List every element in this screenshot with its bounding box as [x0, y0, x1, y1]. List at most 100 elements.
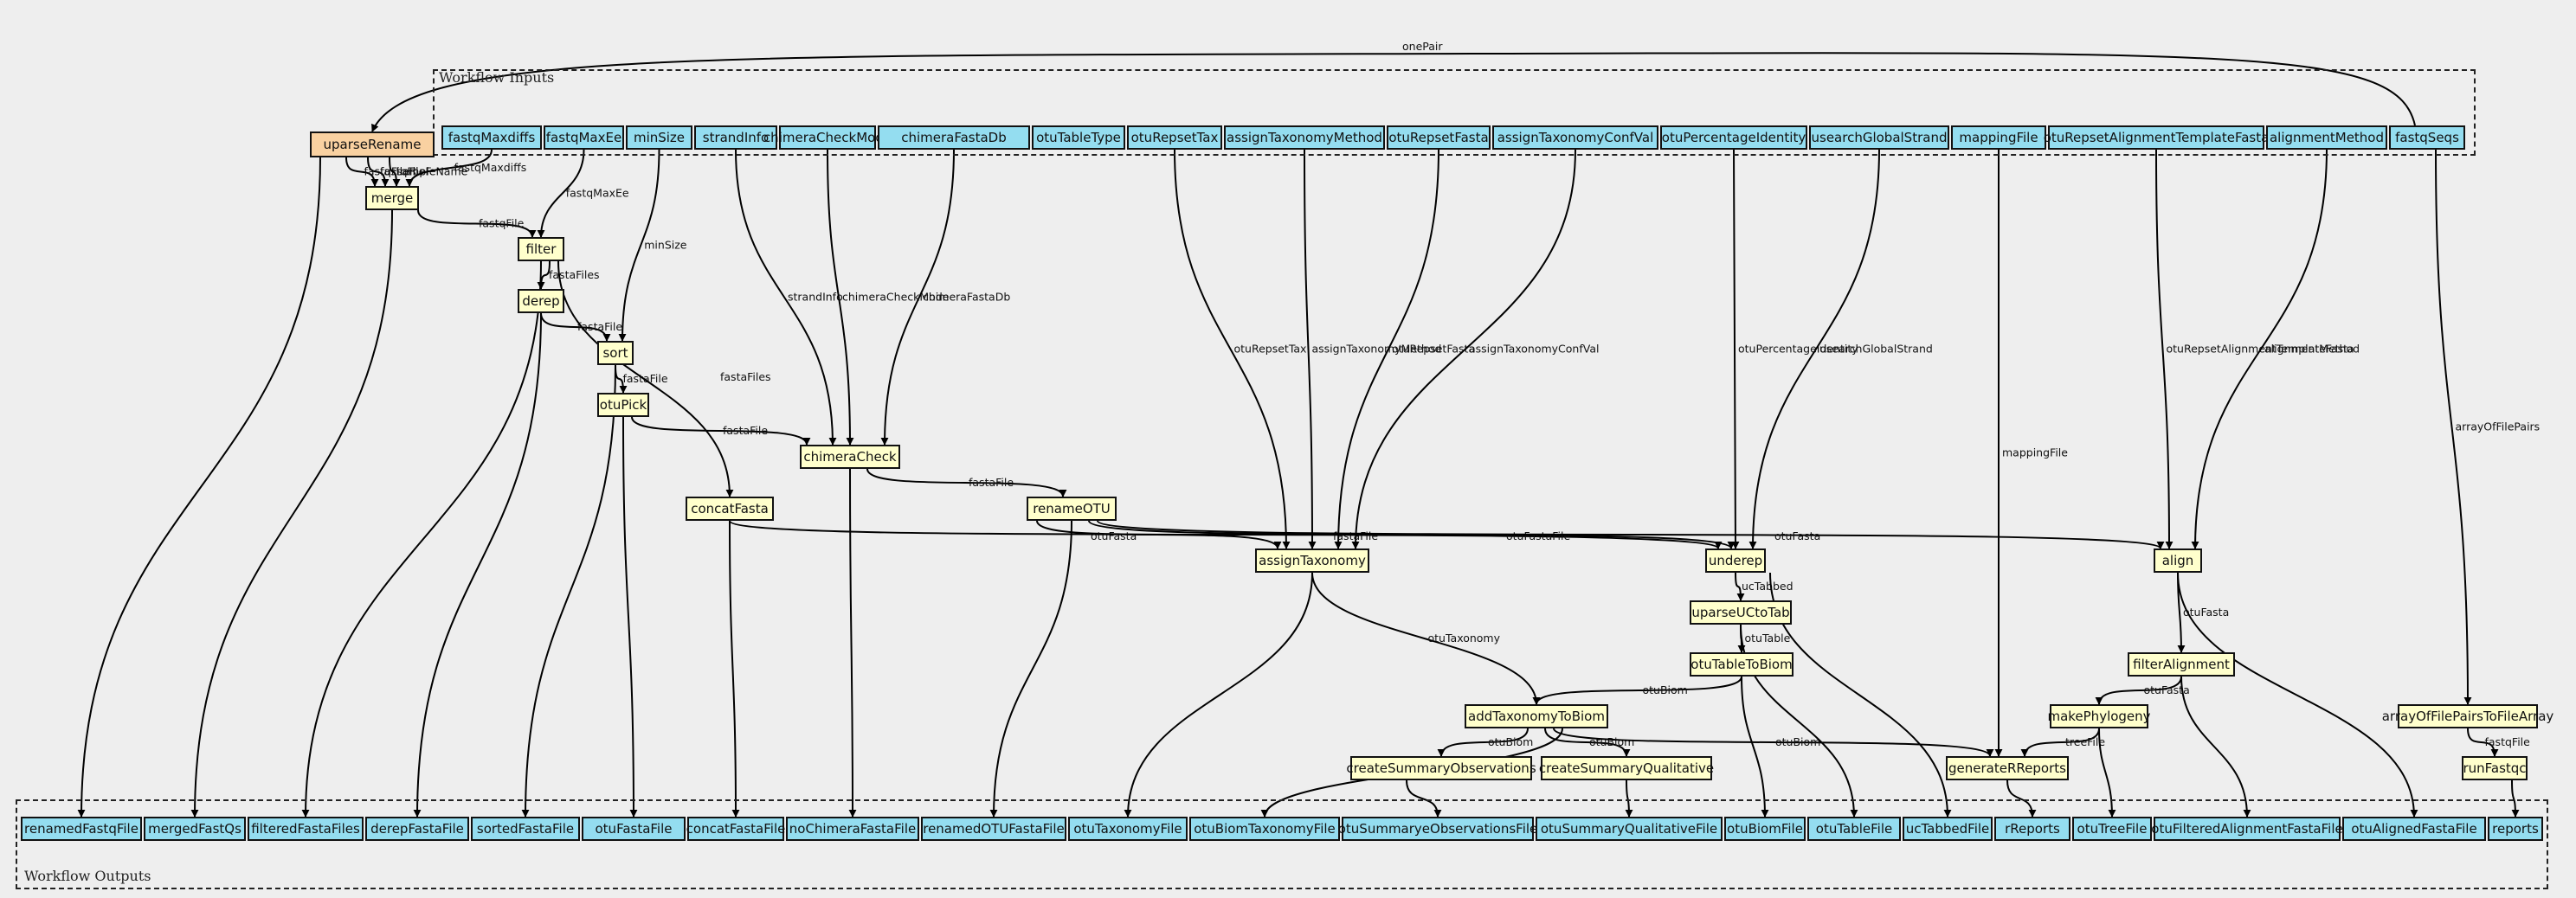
input-node-otuPercentageIdentity[interactable]: otuPercentageIdentity	[1660, 125, 1807, 150]
edge-label-ucTabbed: ucTabbed	[1742, 580, 1794, 593]
edge-fastqSeqs-to-uparseRename	[371, 52, 2416, 132]
input-node-otuRepsetFasta[interactable]: otuRepsetFasta	[1387, 125, 1491, 150]
step-node-createSummaryObservations[interactable]: createSummaryObservations	[1346, 756, 1536, 780]
step-node-generateRReports[interactable]: generateRReports	[1946, 756, 2069, 780]
step-node-otuTableToBiom[interactable]: otuTableToBiom	[1690, 652, 1794, 677]
edge-label-chimeraCheckMode: chimeraCheckMode	[842, 291, 950, 304]
input-node-usearchGlobalStrand[interactable]: usearchGlobalStrand	[1809, 125, 1949, 150]
input-node-assignTaxonomyConfVal[interactable]: assignTaxonomyConfVal	[1492, 125, 1658, 150]
input-node-otuRepsetTax[interactable]: otuRepsetTax	[1127, 125, 1222, 150]
edge-label-fastqFile: fastqFile	[479, 217, 525, 230]
edge-label-fastaFile: fastaFile	[577, 320, 622, 333]
edge-renameOTU-to-renamedOTUFastaFile	[989, 520, 1072, 818]
edge-strandInfo-to-chimeraCheck	[735, 149, 837, 446]
input-node-fastqMaxEe[interactable]: fastqMaxEe	[544, 125, 624, 150]
edge-minSize-to-sort	[618, 149, 660, 342]
edge-underep-to-uparseUCtoTab	[1735, 572, 1745, 601]
step-node-merge[interactable]: merge	[365, 186, 419, 210]
step-node-renameOTU[interactable]: renameOTU	[1027, 497, 1117, 521]
special-node-uparseRename[interactable]: uparseRename	[310, 131, 435, 157]
step-node-assignTaxonomy[interactable]: assignTaxonomy	[1255, 548, 1369, 573]
output-node-rReports[interactable]: rReports	[1994, 817, 2070, 841]
input-node-otuTableType[interactable]: otuTableType	[1032, 125, 1125, 150]
output-node-derepFastaFile[interactable]: derepFastaFile	[365, 817, 469, 841]
edge-otuRepsetTax-to-assignTaxonomy	[1174, 149, 1291, 549]
edge-filter-to-concatFasta	[557, 260, 734, 497]
output-node-otuAlignedFastaFile[interactable]: otuAlignedFastaFile	[2342, 817, 2486, 841]
output-node-otuFilteredAlignmentFastaFile[interactable]: otuFilteredAlignmentFastaFile	[2151, 817, 2343, 841]
edge-label-mappingFile: mappingFile	[2002, 446, 2068, 459]
edge-label-arrayOfFilePairs: arrayOfFilePairs	[2456, 420, 2541, 433]
step-node-concatFasta[interactable]: concatFasta	[686, 497, 774, 521]
step-node-otuPick[interactable]: otuPick	[597, 393, 649, 417]
output-node-otuSummaryeObservationsFile[interactable]: otuSummaryeObservationsFile	[1338, 817, 1537, 841]
edge-uparseRename-to-renamedFastqFile	[77, 157, 321, 818]
output-node-renamedFastqFile[interactable]: renamedFastqFile	[21, 817, 142, 841]
edge-label-fastaFiles: fastaFiles	[549, 268, 600, 281]
output-node-filteredFastaFiles[interactable]: filteredFastaFiles	[248, 817, 364, 841]
edge-concatFasta-to-underep	[729, 520, 1723, 549]
input-node-chimeraCheckMode[interactable]: chimeraCheckMode	[763, 125, 892, 150]
input-node-minSize[interactable]: minSize	[626, 125, 692, 150]
edge-uparseRename-to-merge	[389, 157, 401, 187]
edge-addTaxonomyToBiom-to-generateRReports	[1553, 728, 1994, 757]
edge-label-fastaFiles: fastaFiles	[720, 370, 771, 383]
input-node-fastqMaxdiffs[interactable]: fastqMaxdiffs	[441, 125, 542, 150]
step-node-filter[interactable]: filter	[518, 237, 564, 261]
edge-label-chimeraFastaDb: chimeraFastaDb	[923, 291, 1010, 304]
input-node-mappingFile[interactable]: mappingFile	[1951, 125, 2046, 150]
step-node-arrayOfFilePairsToFileArray[interactable]: arrayOfFilePairsToFileArray	[2382, 704, 2553, 728]
edge-chimeraCheck-to-renameOTU	[866, 468, 1067, 497]
workflow-outputs-title: Workflow Outputs	[24, 868, 151, 884]
output-node-renamedOTUFastaFile[interactable]: renamedOTUFastaFile	[921, 817, 1066, 841]
edge-label-otuBiom: otuBiom	[1775, 735, 1820, 748]
edge-label-fastqMaxEe: fastqMaxEe	[566, 187, 629, 200]
step-node-sort[interactable]: sort	[597, 341, 634, 365]
output-node-concatFastaFile[interactable]: concatFastaFile	[686, 817, 785, 841]
output-node-otuSummaryQualitativeFile[interactable]: otuSummaryQualitativeFile	[1536, 817, 1723, 841]
step-node-derep[interactable]: derep	[518, 289, 564, 313]
input-node-assignTaxonomyMethod[interactable]: assignTaxonomyMethod	[1224, 125, 1385, 150]
edge-filterAlignment-to-makePhylogeny	[2095, 676, 2182, 705]
step-node-runFastqc[interactable]: runFastqc	[2462, 756, 2528, 780]
step-node-createSummaryQualitative[interactable]: createSummaryQualitative	[1539, 756, 1714, 780]
output-node-otuTableFile[interactable]: otuTableFile	[1807, 817, 1901, 841]
step-node-makePhylogeny[interactable]: makePhylogeny	[2047, 704, 2151, 728]
step-node-underep[interactable]: underep	[1705, 548, 1766, 573]
step-node-align[interactable]: align	[2154, 548, 2202, 573]
edge-label-assignTaxonomyConfVal: assignTaxonomyConfVal	[1469, 343, 1599, 356]
input-node-fastqSeqs[interactable]: fastqSeqs	[2389, 125, 2465, 150]
edge-otuPick-to-otuFastaFile	[622, 416, 638, 818]
input-node-alignmentMethod[interactable]: alignmentMethod	[2266, 125, 2387, 150]
output-node-reports[interactable]: reports	[2488, 817, 2543, 841]
step-node-addTaxonomyToBiom[interactable]: addTaxonomyToBiom	[1465, 704, 1608, 728]
edge-assignTaxonomyConfVal-to-assignTaxonomy	[1351, 149, 1576, 549]
edge-label-otuFasta: otuFasta	[1774, 529, 1820, 542]
output-node-mergedFastQs[interactable]: mergedFastQs	[144, 817, 246, 841]
edge-label-otuFasta: otuFasta	[2144, 683, 2190, 696]
step-node-chimeraCheck[interactable]: chimeraCheck	[800, 445, 900, 469]
input-node-otuRepsetAlignmentTemplateFasta[interactable]: otuRepsetAlignmentTemplateFasta	[2044, 125, 2269, 150]
output-node-otuTaxonomyFile[interactable]: otuTaxonomyFile	[1068, 817, 1188, 841]
edge-concatFasta-to-concatFastaFile	[729, 520, 740, 818]
output-node-sortedFastaFile[interactable]: sortedFastaFile	[471, 817, 580, 841]
output-node-otuTreeFile[interactable]: otuTreeFile	[2072, 817, 2152, 841]
output-node-otuBiomFile[interactable]: otuBiomFile	[1724, 817, 1806, 841]
output-node-otuFastaFile[interactable]: otuFastaFile	[582, 817, 686, 841]
edge-sort-to-sortedFastaFile	[521, 364, 616, 818]
input-node-chimeraFastaDb[interactable]: chimeraFastaDb	[878, 125, 1030, 150]
edge-createSummaryQualitative-to-otuSummaryQualitativeFile	[1625, 779, 1633, 818]
output-node-otuBiomTaxonomyFile[interactable]: otuBiomTaxonomyFile	[1189, 817, 1340, 841]
edge-fastqMaxEe-to-filter	[537, 149, 585, 238]
output-node-noChimeraFastaFile[interactable]: noChimeraFastaFile	[786, 817, 919, 841]
edge-otuRepsetFasta-to-assignTaxonomy	[1334, 149, 1439, 549]
input-node-strandInfo[interactable]: strandInfo	[694, 125, 777, 150]
output-node-ucTabbedFile[interactable]: ucTabbedFile	[1903, 817, 1993, 841]
step-node-filterAlignment[interactable]: filterAlignment	[2128, 652, 2235, 677]
edge-assignTaxonomy-to-otuTaxonomyFile	[1124, 572, 1313, 818]
edge-otuRepsetAlignmentTemplateFasta-to-align	[2155, 149, 2174, 549]
edge-label-minSize: minSize	[644, 239, 687, 252]
edge-label-otuPercentageIdentity: otuPercentageIdentity	[1738, 343, 1858, 356]
edge-label-alignmentMethod: alignmentMethod	[2264, 343, 2360, 356]
step-node-uparseUCtoTab[interactable]: uparseUCtoTab	[1690, 600, 1792, 625]
